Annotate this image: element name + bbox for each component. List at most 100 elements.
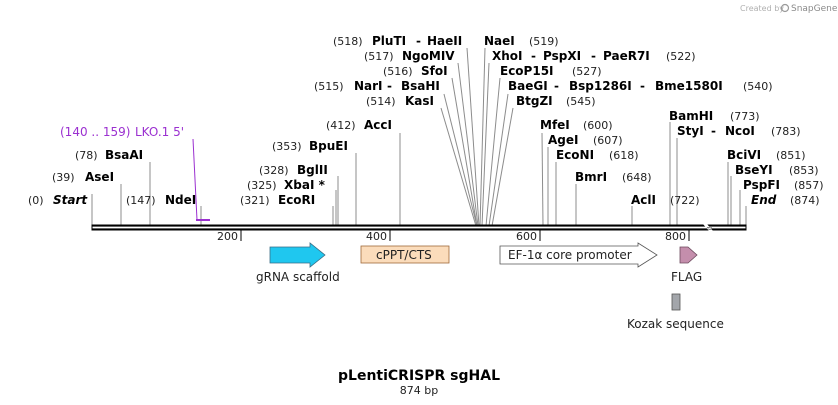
svg-text:(412): (412) xyxy=(326,119,356,132)
site-ecori[interactable]: (321) EcoRI xyxy=(240,193,315,207)
kozak-box xyxy=(671,293,681,311)
site-baegi[interactable]: BaeGI - Bsp1286I - Bme1580I (540) xyxy=(508,79,773,93)
baegi-line xyxy=(488,93,509,227)
svg-text:BseYI: BseYI xyxy=(735,163,773,177)
nari-line xyxy=(443,93,478,227)
svg-text:AclI: AclI xyxy=(631,193,656,207)
svg-text:(515): (515) xyxy=(314,80,344,93)
cppt-cts-label: cPPT/CTS xyxy=(376,248,432,262)
svg-text:-: - xyxy=(711,124,716,138)
site-bmri[interactable]: BmrI (648) xyxy=(575,170,652,184)
site-bsaai[interactable]: (78) BsaAI xyxy=(75,148,143,162)
feature-flag[interactable]: FLAG xyxy=(671,246,702,284)
svg-text:(519): (519) xyxy=(529,35,559,48)
svg-text:(516): (516) xyxy=(383,65,413,78)
flag-arrow xyxy=(679,246,698,264)
svg-text:(545): (545) xyxy=(566,95,596,108)
xhoi-line xyxy=(481,62,490,227)
svg-text:Bsp1286I: Bsp1286I xyxy=(569,79,632,93)
svg-text:EcoRI: EcoRI xyxy=(278,193,315,207)
ef1a-promoter-arrow xyxy=(499,242,658,268)
primer-lko1[interactable]: (140 .. 159) LKO.1 5' xyxy=(60,125,210,221)
backbone-break-icon: ≈ xyxy=(702,222,714,233)
site-kasi[interactable]: (514) KasI xyxy=(366,94,434,108)
svg-text:(0): (0) xyxy=(28,194,44,207)
site-bglii[interactable]: (328) BglII xyxy=(259,163,328,177)
svg-text:BsaHI: BsaHI xyxy=(401,79,440,93)
site-agei[interactable]: AgeI (607) xyxy=(548,133,623,147)
site-styi[interactable]: StyI - NcoI (783) xyxy=(677,124,801,138)
site-bpuei[interactable]: (353) BpuEI xyxy=(272,139,348,153)
feature-kozak[interactable]: Kozak sequence xyxy=(627,293,724,331)
plasmid-length: 874 bp xyxy=(400,384,438,397)
svg-text:(600): (600) xyxy=(583,119,613,132)
svg-text:NdeI: NdeI xyxy=(165,193,196,207)
site-nari[interactable]: (515) NarI - BsaHI xyxy=(314,79,440,93)
site-bamhi[interactable]: BamHI (773) xyxy=(669,109,760,123)
ruler-ticks xyxy=(240,230,690,241)
svg-text:(514): (514) xyxy=(366,95,396,108)
svg-text:BsaAI: BsaAI xyxy=(105,148,143,162)
ruler-label-600: 600 xyxy=(516,230,537,243)
site-end[interactable]: End (874) xyxy=(751,193,820,207)
svg-text:(321): (321) xyxy=(240,194,270,207)
svg-text:MfeI: MfeI xyxy=(540,118,570,132)
site-ndei[interactable]: (147) NdeI xyxy=(126,193,196,207)
svg-text:(607): (607) xyxy=(593,134,623,147)
site-xbai[interactable]: (325) XbaI * xyxy=(247,178,326,192)
feature-grna-scaffold[interactable]: gRNA scaffold xyxy=(256,242,340,284)
site-bseyi[interactable]: BseYI (853) xyxy=(735,163,819,177)
kozak-label: Kozak sequence xyxy=(627,317,724,331)
credit-brand: SnapGene xyxy=(791,4,838,14)
svg-text:-: - xyxy=(416,34,421,48)
site-econi[interactable]: EcoNI (618) xyxy=(556,148,639,162)
svg-text:EcoP15I: EcoP15I xyxy=(500,64,554,78)
site-pspfi[interactable]: PspFI (857) xyxy=(743,178,824,192)
svg-text:BtgZI: BtgZI xyxy=(516,94,553,108)
svg-text:PspXI: PspXI xyxy=(543,49,581,63)
svg-text:XbaI *: XbaI * xyxy=(284,178,326,192)
plasmid-title: pLentiCRISPR sgHAL xyxy=(338,368,500,384)
svg-text:(39): (39) xyxy=(52,171,75,184)
site-sfoi[interactable]: (516) SfoI xyxy=(383,64,448,78)
site-ecop15i[interactable]: EcoP15I (527) xyxy=(500,64,602,78)
svg-text:XhoI: XhoI xyxy=(492,49,523,63)
svg-text:-: - xyxy=(531,49,536,63)
svg-text:(874): (874) xyxy=(790,194,820,207)
svg-text:(857): (857) xyxy=(794,179,824,192)
site-acli[interactable]: AclI (722) xyxy=(631,193,700,207)
site-start[interactable]: (0) Start xyxy=(28,193,88,207)
svg-text:AgeI: AgeI xyxy=(548,133,578,147)
svg-text:(328): (328) xyxy=(259,164,289,177)
site-pluti[interactable]: (518) PluTI - HaeII xyxy=(333,34,462,48)
site-btgzi[interactable]: BtgZI (545) xyxy=(516,94,596,108)
svg-text:-: - xyxy=(387,79,392,93)
feature-cppt-cts[interactable]: cPPT/CTS xyxy=(360,245,450,264)
site-bcivi[interactable]: BciVI (851) xyxy=(727,148,806,162)
site-asei[interactable]: (39) AseI xyxy=(52,170,114,184)
site-acci[interactable]: (412) AccI xyxy=(326,118,392,132)
svg-text:(518): (518) xyxy=(333,35,363,48)
feature-ef1a-promoter[interactable]: EF-1α core promoter xyxy=(499,242,658,268)
ef1a-promoter-label: EF-1α core promoter xyxy=(508,248,632,262)
site-labels: (0) Start (39) AseI (78) BsaAI (147) Nde… xyxy=(28,34,824,207)
svg-text:(648): (648) xyxy=(622,171,652,184)
svg-text:(540): (540) xyxy=(743,80,773,93)
primer-name: LKO.1 5' xyxy=(135,125,184,139)
dna-backbone: ≈ xyxy=(91,222,747,233)
grna-scaffold-label: gRNA scaffold xyxy=(256,270,340,284)
site-ngomiv[interactable]: (517) NgoMIV xyxy=(364,49,455,63)
ruler-label-800: 800 xyxy=(665,230,686,243)
svg-text:NarI: NarI xyxy=(354,79,383,93)
site-naei[interactable]: NaeI (519) xyxy=(484,34,559,48)
svg-text:≈: ≈ xyxy=(706,224,713,233)
svg-text:PluTI: PluTI xyxy=(372,34,406,48)
site-xhoi[interactable]: XhoI - PspXI - PaeR7I (522) xyxy=(492,49,696,63)
svg-text:(618): (618) xyxy=(609,149,639,162)
site-mfei[interactable]: MfeI (600) xyxy=(540,118,613,132)
credit-prefix: Created by xyxy=(740,4,784,13)
btgzi-line xyxy=(491,107,514,227)
svg-text:(522): (522) xyxy=(666,50,696,63)
svg-text:SfoI: SfoI xyxy=(421,64,448,78)
